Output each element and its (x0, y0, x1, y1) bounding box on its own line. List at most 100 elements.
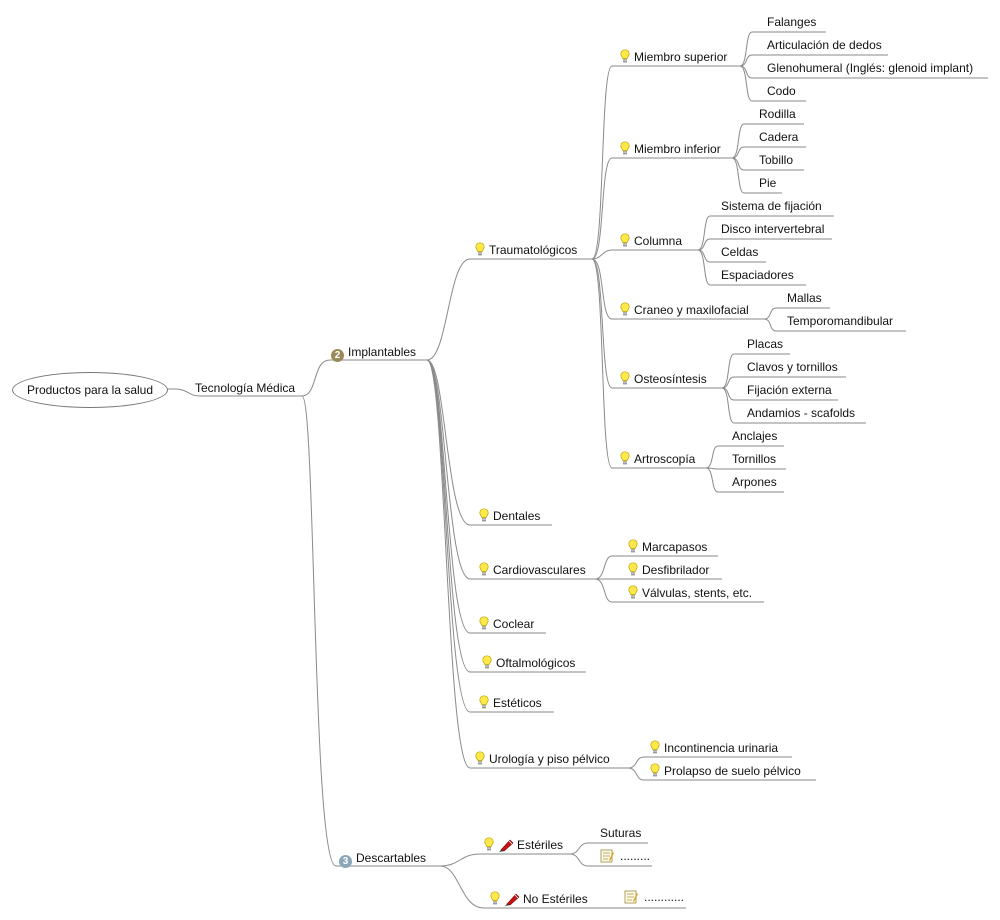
note-icon (624, 890, 638, 904)
idea-bulb-icon (620, 451, 630, 465)
idea-bulb-icon (620, 233, 630, 247)
node-label: Incontinencia urinaria (664, 741, 779, 755)
node-incontinencia[interactable]: Incontinencia urinaria (650, 740, 778, 755)
leaf-node[interactable]: Cadera (759, 130, 799, 144)
note-text: ......... (620, 849, 651, 863)
node-label: Columna (634, 234, 683, 248)
idea-bulb-icon (475, 751, 485, 765)
leaf-node[interactable]: Falanges (767, 15, 817, 29)
leaf-node[interactable]: Andamios - scafolds (747, 406, 856, 420)
node-craneo-maxilofacial[interactable]: Craneo y maxilofacial (620, 302, 749, 317)
node-no-esteriles[interactable]: No Estériles (490, 891, 588, 906)
node-label: Artroscopía (634, 452, 696, 466)
node-label: No Estériles (523, 892, 588, 906)
node-label: Traumatológicos (489, 243, 578, 257)
note-node[interactable]: ............ (624, 890, 684, 904)
idea-bulb-icon (479, 508, 489, 522)
leaf-node[interactable]: Placas (747, 337, 784, 351)
node-descartables[interactable]: 3 Descartables (339, 851, 426, 868)
node-valvulas[interactable]: Válvulas, stents, etc. (628, 585, 752, 600)
node-label: Implantables (348, 345, 417, 359)
priority-3-icon: 3 (339, 855, 352, 868)
node-tecnologia-medica[interactable]: Tecnología Médica (195, 381, 295, 395)
leaf-node[interactable]: Sistema de fijación (721, 199, 822, 213)
node-esteticos[interactable]: Estéticos (479, 695, 542, 710)
idea-bulb-icon (620, 49, 630, 63)
leaf-node[interactable]: Rodilla (759, 107, 796, 121)
node-label: Estériles (517, 838, 564, 852)
leaf-node[interactable]: Temporomandibular (787, 314, 894, 328)
idea-bulb-icon (628, 562, 638, 576)
idea-bulb-icon (620, 302, 630, 316)
note-icon (600, 849, 614, 863)
node-label: Coclear (493, 617, 535, 631)
root-node[interactable]: Productos para la salud (12, 372, 168, 408)
leaf-node[interactable]: Fijación externa (747, 383, 832, 397)
node-traumatologicos[interactable]: Traumatológicos (475, 242, 577, 257)
node-label: Tecnología Médica (195, 381, 296, 395)
leaf-node[interactable]: Clavos y tornillos (747, 360, 838, 374)
node-desfibrilador[interactable]: Desfibrilador (628, 562, 709, 577)
node-artroscopia[interactable]: Artroscopía (620, 451, 695, 466)
idea-bulb-icon (490, 891, 500, 905)
node-columna[interactable]: Columna (620, 233, 682, 248)
idea-bulb-icon (628, 539, 638, 553)
node-label: Craneo y maxilofacial (634, 303, 749, 317)
node-label: Válvulas, stents, etc. (642, 586, 753, 600)
idea-bulb-icon (479, 562, 489, 576)
leaf-node[interactable]: Disco intervertebral (721, 222, 825, 236)
marker-pen-icon (499, 839, 514, 852)
note-node[interactable]: ......... (600, 849, 650, 863)
node-label: Oftalmológicos (496, 656, 576, 670)
idea-bulb-icon (479, 695, 489, 709)
node-miembro-superior[interactable]: Miembro superior (620, 49, 727, 64)
node-urologia[interactable]: Urología y piso pélvico (475, 751, 610, 766)
idea-bulb-icon (620, 371, 630, 385)
node-label: Urología y piso pélvico (489, 752, 610, 766)
leaf-node[interactable]: Tobillo (759, 153, 794, 167)
idea-bulb-icon (482, 655, 492, 669)
node-esteriles[interactable]: Estériles (484, 837, 563, 852)
idea-bulb-icon (620, 141, 630, 155)
leaf-node[interactable]: Espaciadores (721, 268, 794, 282)
node-label: Miembro superior (634, 50, 728, 64)
node-miembro-inferior[interactable]: Miembro inferior (620, 141, 721, 156)
node-prolapso[interactable]: Prolapso de suelo pélvico (650, 763, 801, 778)
leaf-node[interactable]: Pie (759, 176, 777, 190)
node-label: Estéticos (493, 696, 542, 710)
idea-bulb-icon (650, 763, 660, 777)
priority-2-icon: 2 (331, 349, 344, 362)
leaf-node[interactable]: Mallas (787, 291, 822, 305)
idea-bulb-icon (475, 242, 485, 256)
node-label: Descartables (356, 851, 427, 865)
node-coclear[interactable]: Coclear (479, 616, 534, 631)
idea-bulb-icon (479, 616, 489, 630)
idea-bulb-icon (628, 585, 638, 599)
leaf-node[interactable]: Arpones (732, 475, 777, 489)
node-label: Miembro inferior (634, 142, 721, 156)
marker-pen-icon (505, 893, 520, 906)
leaf-node[interactable]: Glenohumeral (Inglés: glenoid implant) (767, 61, 974, 75)
node-label: Desfibrilador (642, 563, 710, 577)
root-label: Productos para la salud (26, 383, 154, 397)
node-label: Osteosíntesis (634, 372, 707, 386)
node-dentales[interactable]: Dentales (479, 508, 540, 523)
node-oftalmologicos[interactable]: Oftalmológicos (482, 655, 575, 670)
idea-bulb-icon (650, 740, 660, 754)
leaf-node[interactable]: Suturas (600, 826, 642, 840)
node-implantables[interactable]: 2 Implantables (331, 345, 416, 362)
node-label: Cardiovasculares (493, 563, 586, 577)
leaf-node[interactable]: Codo (767, 84, 796, 98)
node-marcapasos[interactable]: Marcapasos (628, 539, 707, 554)
node-osteosintesis[interactable]: Osteosíntesis (620, 371, 707, 386)
leaf-node[interactable]: Anclajes (732, 429, 778, 443)
node-label: Prolapso de suelo pélvico (664, 764, 801, 778)
leaf-node[interactable]: Articulación de dedos (767, 38, 882, 52)
note-text: ............ (644, 890, 685, 904)
idea-bulb-icon (484, 837, 494, 851)
leaf-node[interactable]: Tornillos (732, 452, 777, 466)
node-label: Marcapasos (642, 540, 708, 554)
leaf-node[interactable]: Celdas (721, 245, 759, 259)
node-cardiovasculares[interactable]: Cardiovasculares (479, 562, 586, 577)
